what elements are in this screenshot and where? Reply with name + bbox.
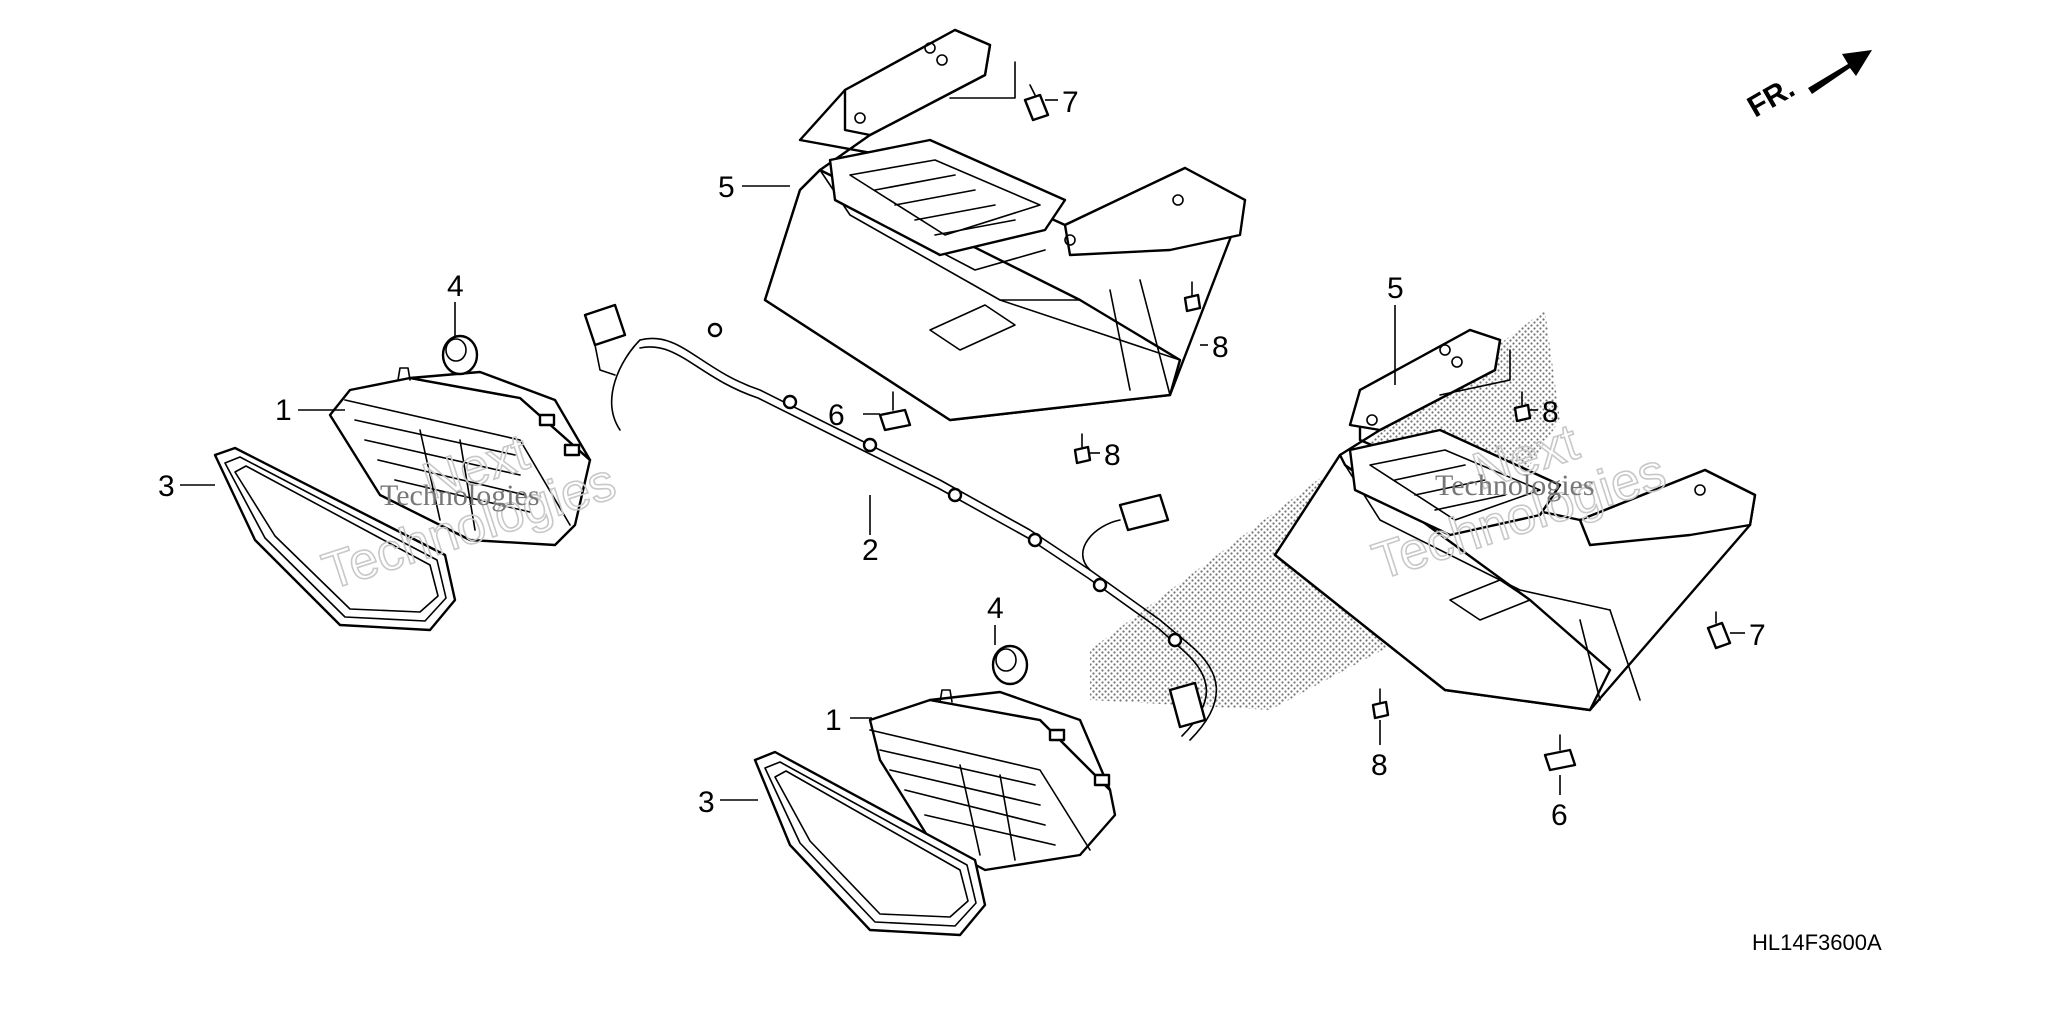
callout-part-1-lower: 1	[825, 704, 842, 737]
callout-part-6-lower: 6	[1551, 799, 1568, 832]
callout-part-1-upper: 1	[275, 394, 292, 427]
callout-part-6-upper: 6	[828, 399, 845, 432]
svg-text:Technologies: Technologies	[1435, 469, 1595, 502]
svg-text:Technologies: Technologies	[380, 479, 540, 512]
callout-part-8-a: 8	[1212, 331, 1229, 364]
callout-part-7-lower: 7	[1749, 619, 1766, 652]
callout-numbers: 1 1 2 3 3 4 4 5 5 6 6 7 7 8 8 8 8	[158, 86, 1766, 832]
drawing-code: HL14F3600A	[1752, 930, 1882, 955]
screw-8-d	[1371, 688, 1390, 720]
callout-part-4-upper: 4	[447, 270, 464, 303]
rear-fender-bracket-lower	[1273, 328, 1757, 712]
lens-gasket-lower	[753, 750, 987, 937]
callout-part-8-c: 8	[1542, 396, 1559, 429]
wire-harness	[583, 303, 1218, 741]
tail-light-unit-upper	[328, 367, 592, 547]
screw-8-c	[1513, 391, 1532, 423]
lens-gasket-upper	[213, 446, 457, 632]
clip-7-lower	[1706, 611, 1732, 650]
callout-part-3-upper: 3	[158, 470, 175, 503]
screw-8-a	[1183, 281, 1202, 313]
callout-part-8-b: 8	[1104, 439, 1121, 472]
rear-fender-bracket-upper	[763, 28, 1247, 422]
grommet-upper	[441, 334, 479, 376]
callout-part-5-lower: 5	[1387, 272, 1404, 305]
callout-part-3-lower: 3	[698, 786, 715, 819]
front-direction-label: FR.	[1742, 71, 1800, 124]
clip-7-upper	[1023, 84, 1050, 122]
front-direction-indicator: FR.	[1742, 50, 1872, 124]
grommet-lower	[991, 644, 1029, 686]
bolt-6-upper	[878, 391, 912, 432]
callout-part-7-upper: 7	[1062, 86, 1079, 119]
bolt-6-lower	[1543, 734, 1577, 772]
leader-lines	[180, 99, 1745, 801]
callout-part-5-upper: 5	[718, 171, 735, 204]
screw-8-b	[1073, 433, 1092, 465]
callout-part-4-lower: 4	[987, 592, 1004, 625]
callout-part-2: 2	[862, 534, 879, 567]
callout-part-8-d: 8	[1371, 749, 1388, 782]
front-arrow-icon	[1808, 50, 1872, 94]
tail-light-unit-lower	[868, 689, 1117, 872]
